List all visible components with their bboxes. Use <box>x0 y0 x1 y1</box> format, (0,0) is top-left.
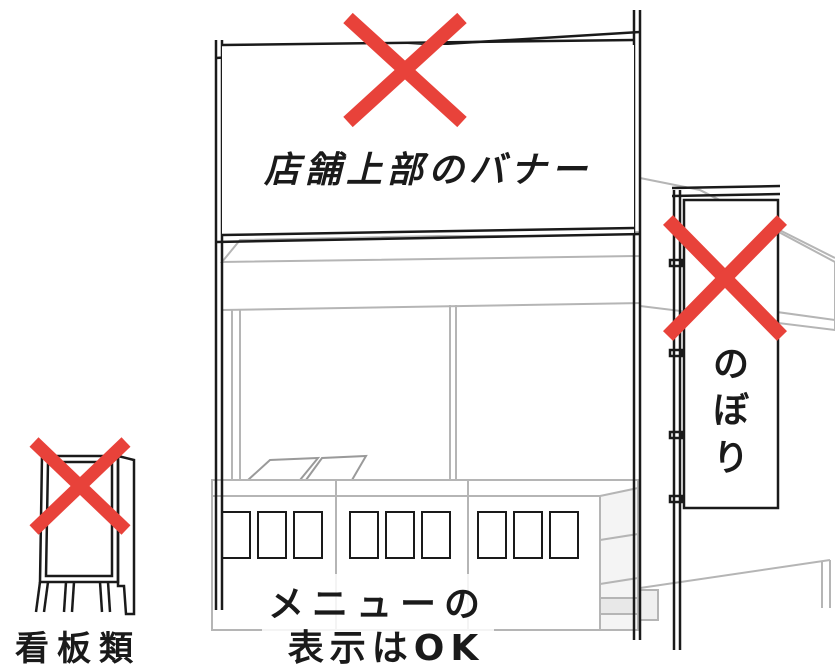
nobori-label-char-2: ぼ <box>713 390 749 431</box>
cross-mark-icon <box>29 437 131 535</box>
trays <box>245 454 368 481</box>
menu-label-halo <box>262 574 494 666</box>
banner-label: 店舗上部のバナー <box>263 150 592 191</box>
menu-label-line1: メニューの <box>268 584 488 625</box>
cross-mark-icon <box>663 215 787 341</box>
nobori-label-char-3: り <box>713 438 749 479</box>
a-frame-signboard <box>34 454 136 616</box>
menu-boards <box>221 511 579 559</box>
signboard-label: 看板類 <box>15 629 141 669</box>
nobori-flag <box>668 184 781 650</box>
banner-frame <box>214 10 642 640</box>
tent-structure <box>219 176 835 608</box>
cross-mark-icon <box>343 12 467 128</box>
menu-label-line2: 表示はOK <box>288 628 485 669</box>
nobori-label-char-1: の <box>713 344 749 385</box>
